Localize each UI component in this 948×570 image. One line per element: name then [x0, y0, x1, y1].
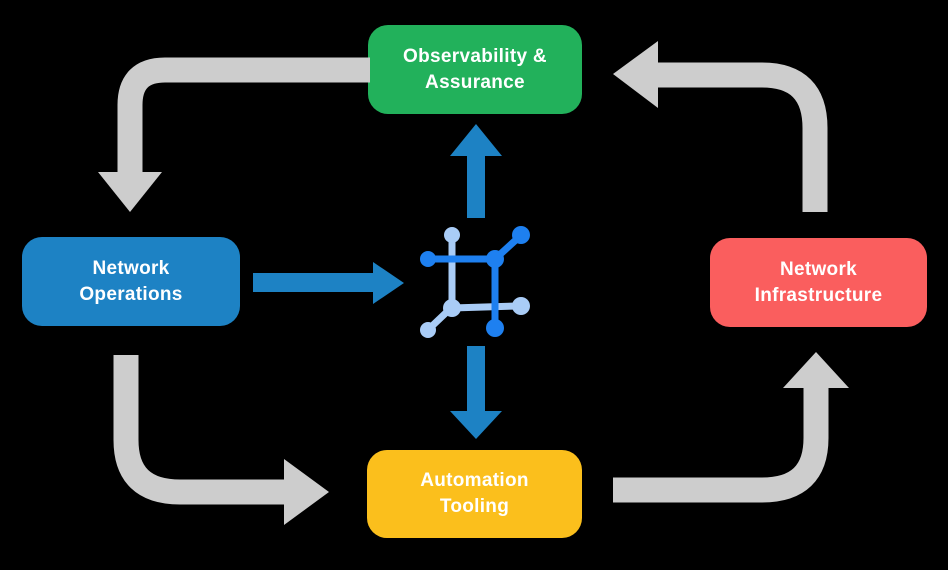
icon-corner-bottom-left: [443, 299, 461, 317]
icon-node-left: [420, 251, 436, 267]
arrow-operations-to-center: [253, 262, 404, 304]
arrow-tooling-to-infrastructure: [613, 352, 849, 503]
arrow-head: [783, 352, 849, 388]
icon-node-bottom: [486, 319, 504, 337]
icon-bottom-edge: [448, 302, 522, 312]
node-observability-assurance-label: Observability & Assurance: [403, 45, 547, 93]
arrow-center-to-observability: [450, 124, 502, 218]
icon-node-bottom-left: [420, 322, 436, 338]
arrow-head: [284, 459, 329, 525]
arrow-head: [450, 124, 502, 156]
node-automation-tooling-label: Automation Tooling: [420, 470, 529, 517]
arrow-shaft: [656, 62, 828, 212]
arrow-shaft: [467, 346, 485, 412]
arrow-center-to-tooling: [450, 346, 502, 439]
arrow-head: [373, 262, 404, 304]
arrow-shaft: [613, 386, 829, 503]
node-network-operations: Network Operations: [22, 237, 240, 326]
arrow-head: [450, 411, 502, 439]
node-network-operations-label: Network Operations: [79, 257, 183, 305]
arrow-shaft: [253, 273, 373, 292]
arrow-shaft: [113, 355, 286, 505]
node-network-infrastructure-label: Network Infrastructure: [754, 258, 883, 306]
node-automation-tooling: Automation Tooling: [367, 450, 582, 538]
icon-corner-top-right: [486, 250, 504, 268]
node-network-infrastructure: Network Infrastructure: [710, 238, 927, 327]
arrow-shaft: [467, 154, 485, 218]
arrow-head: [613, 41, 658, 108]
arrow-infrastructure-to-observability: [613, 41, 828, 212]
arrow-shaft: [117, 57, 370, 174]
icon-node-right: [512, 297, 530, 315]
arrow-operations-to-tooling: [113, 355, 329, 525]
icon-node-top-right: [512, 226, 530, 244]
network-mesh-icon: [420, 226, 530, 338]
arrow-observability-to-operations: [98, 57, 370, 212]
arrow-head: [98, 172, 162, 212]
icon-node-top: [444, 227, 460, 243]
node-observability-assurance: Observability & Assurance: [368, 25, 582, 114]
